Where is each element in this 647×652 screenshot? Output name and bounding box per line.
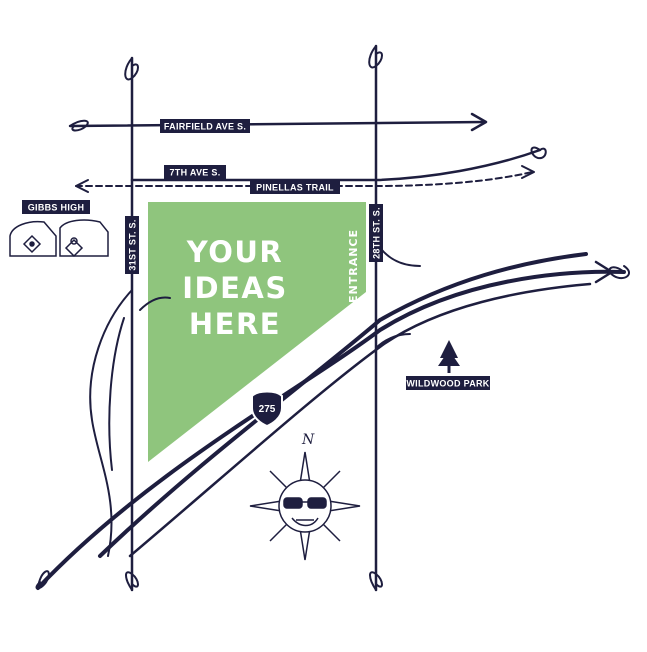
label-fairfield: FAIRFIELD AVE S. [160,119,250,133]
interstate-shield-number: 275 [259,404,276,415]
interstate-shield: 275 [251,390,283,428]
label-pinellas-trail: PINELLAS TRAIL [250,180,340,194]
label-7th-ave-text: 7TH AVE S. [169,168,220,178]
i275-lane-3 [128,282,592,558]
arrow-head [594,260,614,284]
on-ramp [108,317,125,471]
site-line-2: IDEAS [182,271,288,305]
label-31st-st-text: 31ST ST. S. [128,219,138,270]
road-end-loop [530,146,547,160]
on-ramp [139,296,171,311]
road-end-loop [368,45,383,69]
development-site[interactable] [148,202,366,462]
arrow-head [521,165,535,179]
label-fairfield-text: FAIRFIELD AVE S. [164,122,246,132]
road-fairfield-ave [68,120,486,128]
sun-face-icon [278,479,332,533]
label-gibbs-high: GIBBS HIGH [22,200,90,214]
pinellas-trail [75,171,533,187]
label-28th-st-text: 28TH ST. S. [372,207,382,259]
pine-tree-icon [438,340,460,373]
road-end-loop [69,119,89,132]
on-ramp [89,289,133,557]
i275-lane-1 [36,269,626,590]
ballfields-icon [9,219,109,258]
road-end-loop [608,265,630,280]
label-wildwood-park: WILDWOOD PARK [406,376,490,390]
arrow-head [470,112,488,132]
off-ramp [375,333,411,349]
compass-north-label: N [301,432,315,448]
site-line-1: YOUR [186,235,284,269]
label-gibbs-high-text: GIBBS HIGH [28,203,85,213]
label-pinellas-trail-text: PINELLAS TRAIL [256,183,334,193]
label-7th-ave: 7TH AVE S. [164,165,226,179]
road-end-loop [369,571,383,591]
road-end-loop [125,571,139,591]
road-end-loop [35,570,50,590]
site-line-3: HERE [189,307,281,341]
road-7th-ave [130,148,542,182]
road-end-loop [124,57,139,81]
arrow-head [75,179,89,193]
entrance-label: ENTRANCE [347,229,360,303]
label-31st-st: 31ST ST. S. [125,216,139,274]
label-wildwood-park-text: WILDWOOD PARK [406,379,489,389]
label-28th-st: 28TH ST. S. [369,204,383,262]
i275-lane-2 [98,252,588,558]
